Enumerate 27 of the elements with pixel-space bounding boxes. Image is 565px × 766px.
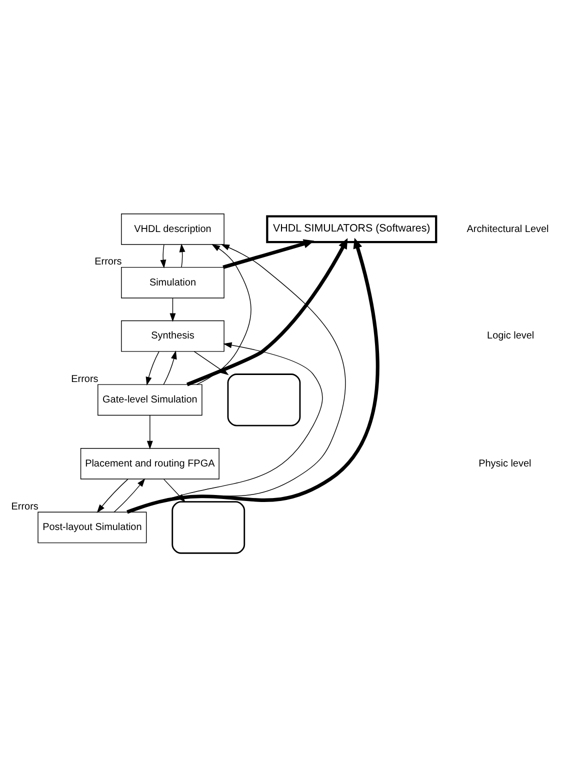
node-label: Errors xyxy=(94,256,122,268)
label: Logic level xyxy=(487,330,534,342)
arrow xyxy=(170,297,176,322)
node-box: VHDL description xyxy=(121,213,224,244)
arrow xyxy=(146,350,160,386)
arrow xyxy=(146,414,153,449)
node-box: Post-layout Simulation xyxy=(38,511,147,543)
node-box: VHDL SIMULATORS (Softwares) xyxy=(266,214,438,243)
node-box xyxy=(227,373,301,426)
arrow xyxy=(114,478,146,512)
arrow xyxy=(222,238,314,268)
arrow xyxy=(179,243,186,268)
arrow xyxy=(160,244,166,268)
node-label: Errors xyxy=(11,500,38,512)
label: Physic level xyxy=(478,458,532,469)
arrow xyxy=(196,244,252,384)
label: Architectural Level xyxy=(466,223,549,234)
arrow xyxy=(126,237,380,514)
arrow xyxy=(96,478,128,512)
node-label: Errors xyxy=(71,373,98,384)
node-box: Placement and routing FPGA xyxy=(80,448,220,479)
node-box: Gate-level Simulation xyxy=(98,384,202,416)
node-box xyxy=(172,500,246,554)
arrow xyxy=(186,238,348,386)
node-box: Synthesis xyxy=(121,320,224,352)
arrow xyxy=(163,350,177,384)
node-box: Simulation xyxy=(121,266,224,298)
